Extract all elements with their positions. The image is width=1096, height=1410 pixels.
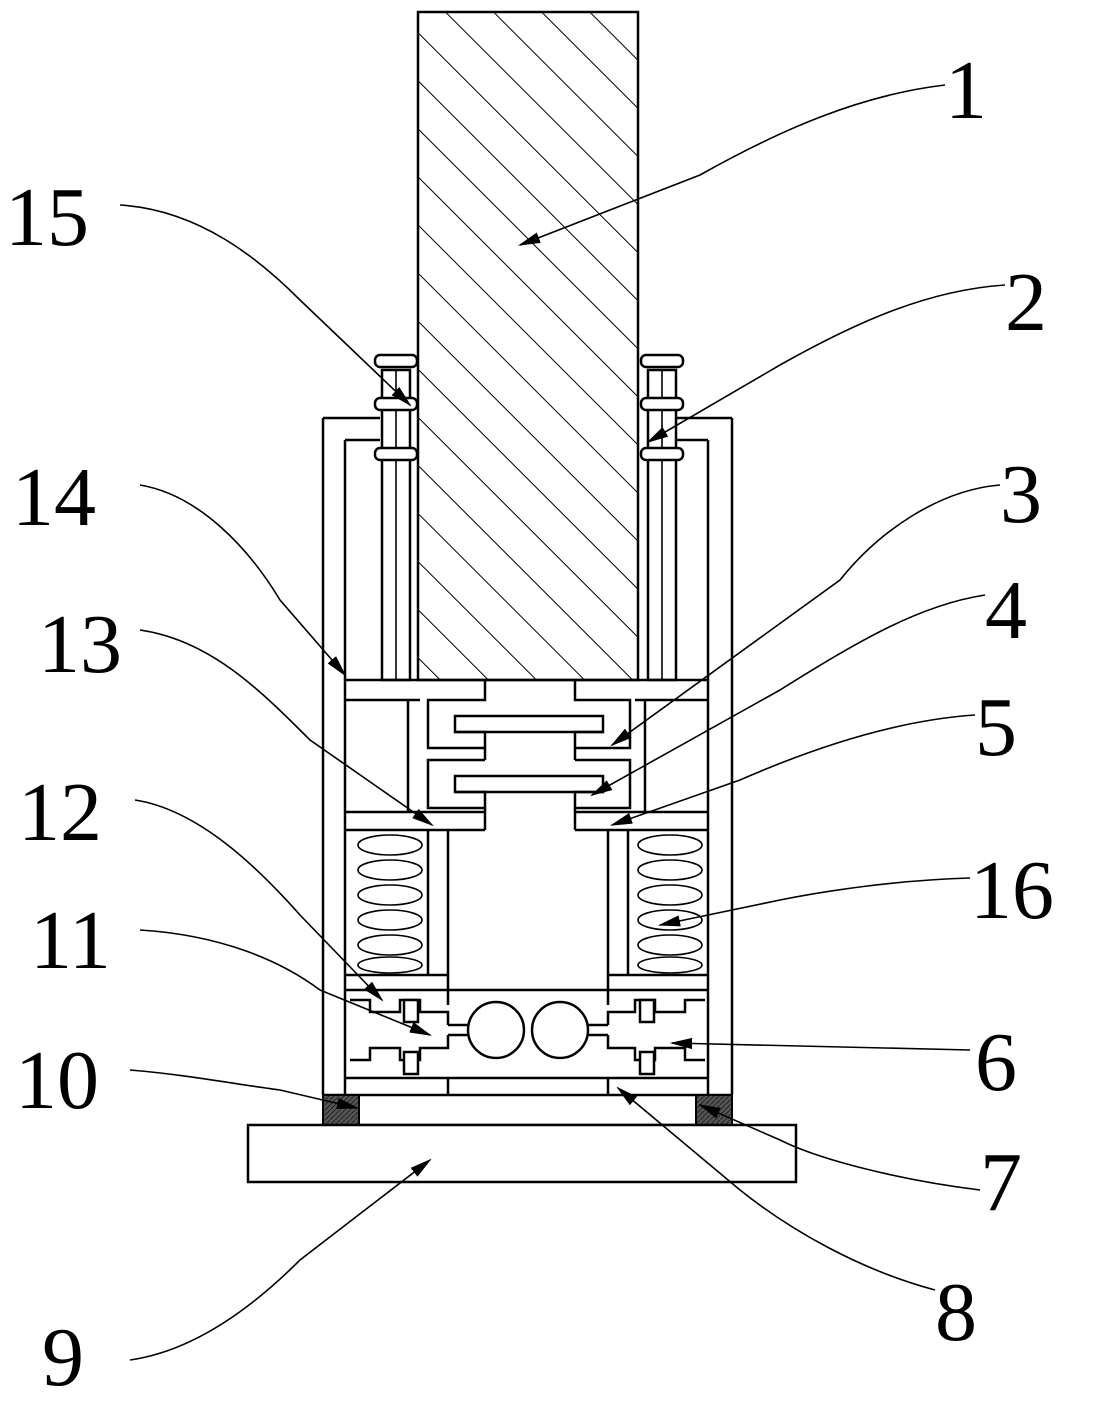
upper-block [345, 680, 708, 830]
left-guide-rod [375, 355, 417, 680]
label-11: 11 [30, 894, 111, 987]
label-1: 1 [945, 44, 987, 137]
label-16: 16 [970, 844, 1054, 937]
right-spring [638, 835, 702, 973]
label-4: 4 [985, 564, 1027, 657]
lower-mechanism [345, 990, 708, 1095]
label-10: 10 [15, 1034, 99, 1127]
label-13: 13 [38, 598, 122, 691]
label-2: 2 [1005, 256, 1047, 349]
label-12: 12 [18, 766, 102, 859]
label-8: 8 [935, 1266, 977, 1359]
t-slot-links [428, 680, 630, 830]
column-part [418, 12, 638, 680]
label-5: 5 [975, 681, 1017, 774]
label-6: 6 [975, 1016, 1017, 1109]
right-guide-rod [641, 355, 683, 680]
label-14: 14 [12, 451, 96, 544]
label-3: 3 [1000, 448, 1042, 541]
inner-walls [345, 830, 708, 1005]
label-7: 7 [980, 1136, 1022, 1229]
left-spring [358, 835, 422, 973]
label-9: 9 [42, 1311, 84, 1404]
label-15: 15 [5, 171, 89, 264]
